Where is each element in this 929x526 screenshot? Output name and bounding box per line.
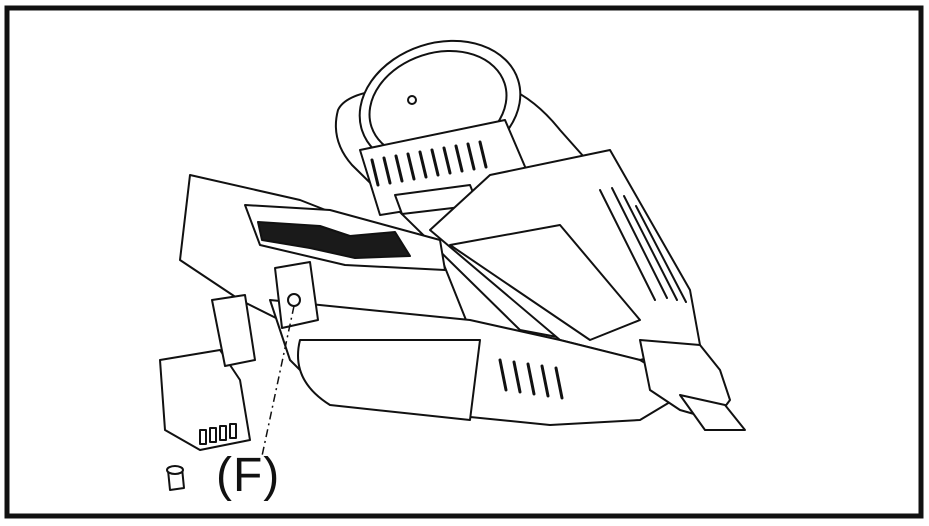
lower-cylinder xyxy=(297,339,481,421)
callout-leader xyxy=(261,305,295,457)
plate-hole xyxy=(287,293,301,307)
outer-border xyxy=(4,5,924,519)
cap-screw xyxy=(407,95,417,105)
nose-rail xyxy=(679,394,746,431)
body-ribs xyxy=(599,187,687,303)
bracket-plate xyxy=(211,294,256,367)
bracket xyxy=(159,349,251,451)
tool-drawing xyxy=(159,39,746,491)
body-panel xyxy=(449,224,641,341)
bracket-slots xyxy=(199,423,237,445)
lower-vent-slots xyxy=(498,358,564,400)
vent-slots xyxy=(370,140,488,187)
screw-head xyxy=(166,465,184,475)
grip-dark xyxy=(257,221,411,259)
callout-label: (F) xyxy=(216,449,281,502)
